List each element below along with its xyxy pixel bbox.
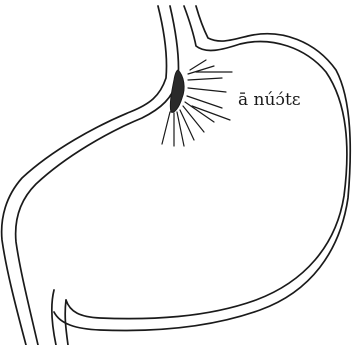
duodenum-wall bbox=[52, 290, 56, 345]
esophagus-inner-wall bbox=[16, 6, 179, 345]
diagram-label: ā núɔ́tɛ bbox=[238, 90, 301, 110]
greater-curvature-outer bbox=[66, 6, 347, 319]
ulcer-spot bbox=[170, 70, 184, 112]
